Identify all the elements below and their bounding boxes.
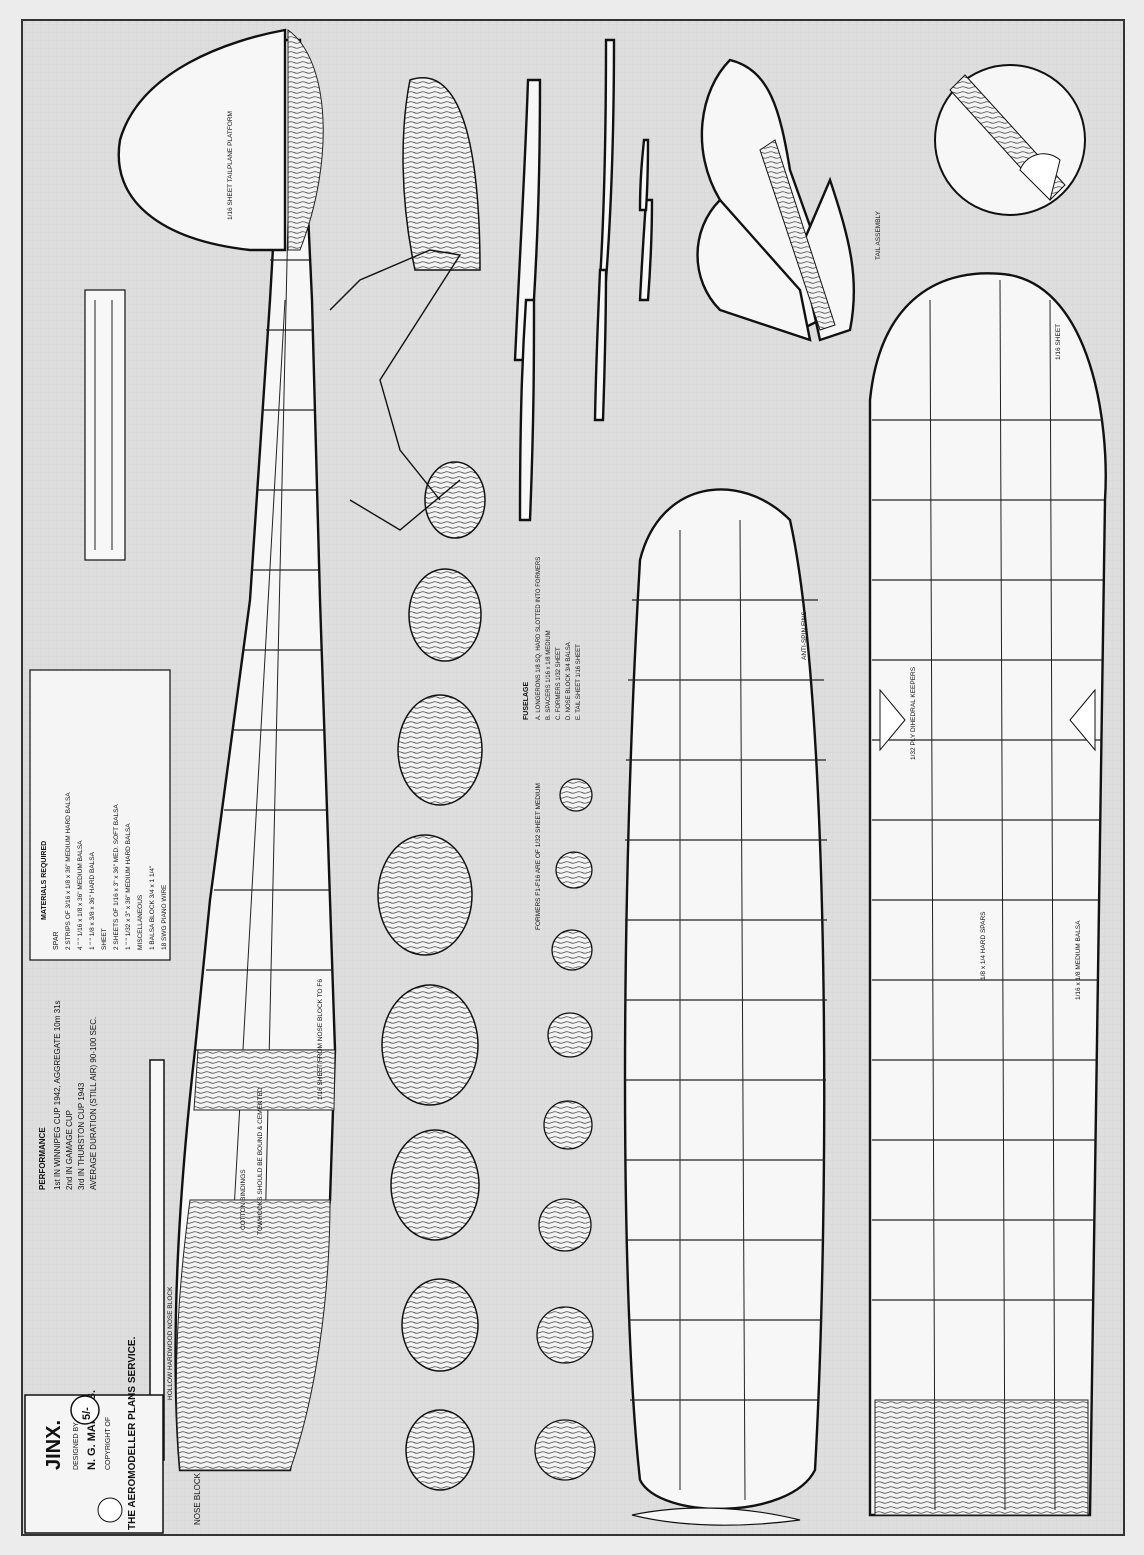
publisher-logo-icon	[97, 1497, 123, 1523]
dihedral-keeper-right	[1069, 688, 1096, 752]
fuselage-note-2: B. SPACERS 1/16 x 1/8 MEDIUM	[546, 630, 552, 720]
annotation-wing-tip: 1/16 SHEET	[1055, 324, 1062, 360]
performance-heading: PERFORMANCE	[38, 1127, 47, 1190]
fuselage-note-3: C. FORMERS 1/32 SHEET	[556, 647, 562, 720]
title-block: JINX. DESIGNED BY N. G. MARCUS. COPYRIGH…	[24, 1336, 164, 1534]
tailplane-section	[631, 1507, 801, 1526]
formers-note: FORMERS F1-F16 ARE OF 1/32 SHEET MEDIUM	[535, 783, 542, 930]
annotation-nose-block: NOSE BLOCK	[193, 1472, 202, 1525]
materials-line-6: 1 " " 1/32 x 3" x 36" MEDIUM HARD BALSA	[125, 823, 132, 950]
fuselage-note-4: D. NOSE BLOCK 3/4 BALSA	[566, 642, 572, 720]
annotation-sheet-from-nose: 1/16 SHEET FROM NOSE BLOCK TO F6	[317, 979, 324, 1100]
annotation-hollow-nose: HOLLOW HARDWOOD NOSE BLOCK	[167, 1286, 174, 1400]
formers-small	[534, 778, 596, 1481]
materials-line-2: 4 " " 1/16 x 1/8 x 36" MEDIUM BALSA	[77, 840, 84, 950]
performance-line-2: 2nd IN GAMAGE CUP	[65, 1110, 74, 1190]
materials-line-1: 2 STRIPS OF 3/16 x 1/8 x 36" MEDIUM HARD…	[65, 792, 72, 950]
fuselage-note-1: A. LONGERONS 1/8 SQ. HARD SLOTTED INTO F…	[536, 557, 542, 720]
performance-block: PERFORMANCE 1st IN WINNIPEG CUP 1942, AG…	[38, 1000, 98, 1190]
wing-rib-sections	[402, 38, 654, 522]
materials-line-8: 1 BALSA BLOCK 3/4 x 1 1/4"	[149, 865, 156, 950]
price-circle	[70, 1395, 100, 1425]
fuselage-notes: FUSELAGE A. LONGERONS 1/8 SQ. HARD SLOTT…	[523, 557, 582, 720]
annotation-ply-dihedral: 1/32 PLY DIHEDRAL KEEPERS	[910, 666, 917, 760]
performance-line-3: 3rd IN THURSTON CUP 1943	[77, 1082, 86, 1190]
fuselage-side-view	[149, 38, 337, 1472]
annotation-cotton-bindings: COTTON BINDINGS	[240, 1169, 247, 1230]
formers-large	[377, 461, 486, 1491]
detail-circle	[934, 64, 1086, 216]
price: 5/-	[81, 1407, 93, 1420]
annotation-anti-spin-fins: ANTI-SPIN FINS	[801, 611, 808, 660]
fin-outline	[117, 28, 287, 252]
materials-block: MATERIALS REQUIRED SPAR 2 STRIPS OF 3/16…	[29, 669, 171, 961]
fuselage-notes-heading: FUSELAGE	[523, 682, 530, 720]
dethermaliser-linkage	[329, 249, 462, 501]
designed-by-label: DESIGNED BY	[73, 1422, 80, 1470]
annotation-tail-section: TAIL ASSEMBLY	[875, 210, 882, 260]
materials-heading: MATERIALS REQUIRED	[41, 841, 48, 920]
fuselage-note-5: E. TAIL SHEET 1/16 SHEET	[576, 644, 582, 720]
materials-line-3: 1 " " 1/8 x 3/8 x 36" HARD BALSA	[89, 851, 96, 950]
fin-sheet	[287, 29, 324, 251]
materials-col-label: SPAR	[53, 931, 60, 950]
tailplane-plan	[623, 488, 827, 1510]
tail-assembly-view: TAIL ASSEMBLY	[696, 58, 882, 342]
annotation-tailplane-platform: 1/16 SHEET TAILPLANE PLATFORM	[227, 111, 234, 220]
copyright-label: COPYRIGHT OF	[105, 1417, 112, 1470]
tow-hook-detail	[84, 289, 126, 561]
annotation-medium-balsa: 1/16 x 1/8 MEDIUM BALSA	[1075, 920, 1082, 1000]
performance-line-1: 1st IN WINNIPEG CUP 1942, AGGREGATE 10m …	[53, 1000, 62, 1190]
materials-line-7: MISCELLANEOUS	[137, 894, 144, 950]
model-name: JINX.	[43, 1420, 65, 1470]
materials-line-4: SHEET	[101, 928, 108, 950]
annotation-hard-spars: 1/8 x 1/4 HARD SPARS	[980, 911, 987, 980]
performance-line-4: AVERAGE DURATION (STILL AIR) 90-100 SEC.	[89, 1017, 98, 1190]
materials-line-5: 2 SHEETS OF 1/16 x 3" x 36" MED. SOFT BA…	[113, 804, 120, 950]
wing-plan	[868, 272, 1107, 1517]
wire-hook	[349, 479, 461, 531]
annotation-towhooks: TOWHOOKS SHOULD BE BOUND & CEMENTED	[257, 1087, 264, 1235]
dihedral-keeper-left	[879, 688, 906, 752]
materials-line-9: 18 SWG PIANO WIRE	[161, 884, 168, 950]
publisher-name: THE AEROMODELLER PLANS SERVICE.	[127, 1336, 138, 1530]
